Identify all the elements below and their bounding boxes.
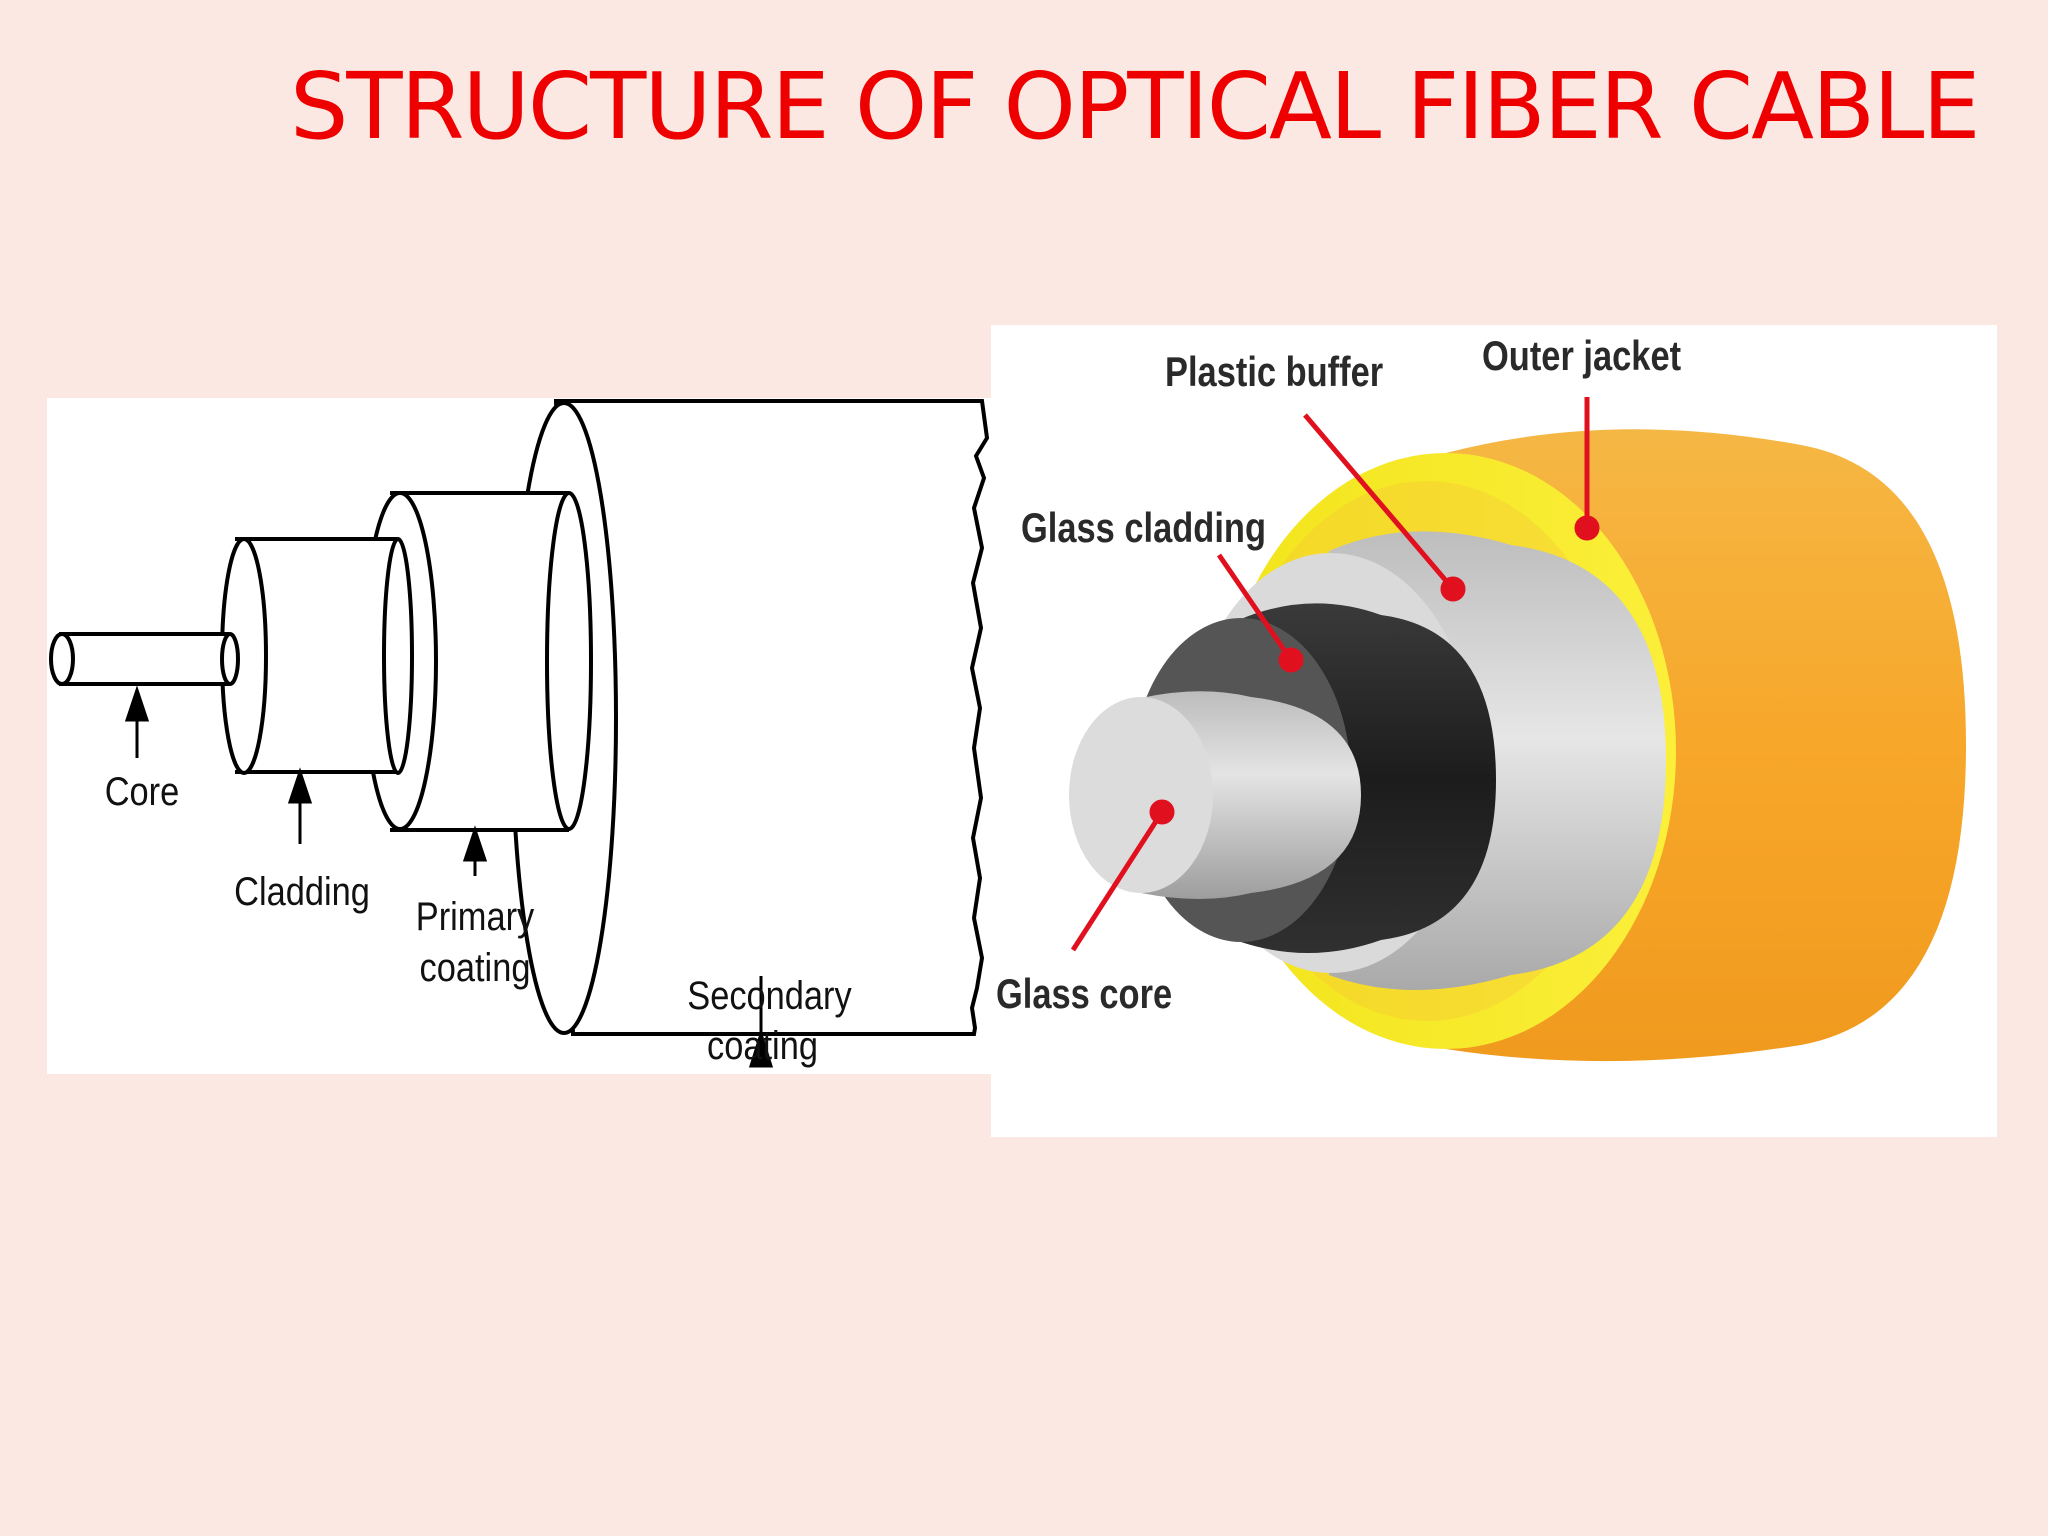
cladding-label: Cladding bbox=[234, 870, 370, 914]
secondary-coating-body bbox=[553, 399, 990, 1036]
primary-coating-label-line1: Primary bbox=[415, 895, 535, 939]
glass-core-end bbox=[1069, 697, 1213, 893]
primary-coating-arrow bbox=[462, 825, 488, 876]
secondary-coating-label-line2: coating bbox=[707, 1024, 818, 1068]
colored-fiber-drawing bbox=[1069, 397, 1966, 1062]
outer-jacket-pointer bbox=[1574, 397, 1600, 541]
cladding-body bbox=[235, 539, 397, 772]
line-art-fiber-diagram: Core Cladding Primary coating Secondary … bbox=[47, 398, 999, 1074]
glass-cladding-label: Glass cladding bbox=[1021, 504, 1266, 551]
line-art-fiber-drawing bbox=[49, 399, 990, 1068]
glass-core-label: Glass core bbox=[996, 970, 1173, 1017]
slide-title: STRUCTURE OF OPTICAL FIBER CABLE bbox=[290, 53, 1981, 160]
secondary-coating-label-line1: Secondary bbox=[687, 974, 852, 1018]
core-body bbox=[59, 634, 229, 684]
core-label: Core bbox=[104, 770, 180, 814]
primary-coating-label-line2: coating bbox=[419, 946, 531, 990]
glass-cladding-pointer bbox=[1216, 553, 1304, 673]
secondary-coating-arrow bbox=[748, 976, 774, 1068]
cladding-arrow bbox=[287, 767, 313, 844]
colored-fiber-diagram: Plastic buffer Outer jacket Glass claddi… bbox=[991, 325, 1997, 1137]
glass-core-pointer bbox=[1070, 799, 1175, 952]
plastic-buffer-pointer bbox=[1303, 413, 1466, 602]
outer-jacket-label: Outer jacket bbox=[1482, 332, 1682, 379]
core-end bbox=[49, 632, 75, 686]
core-arrow bbox=[124, 685, 150, 758]
plastic-buffer-label: Plastic buffer bbox=[1165, 348, 1384, 395]
primary-coating-body bbox=[390, 493, 569, 830]
